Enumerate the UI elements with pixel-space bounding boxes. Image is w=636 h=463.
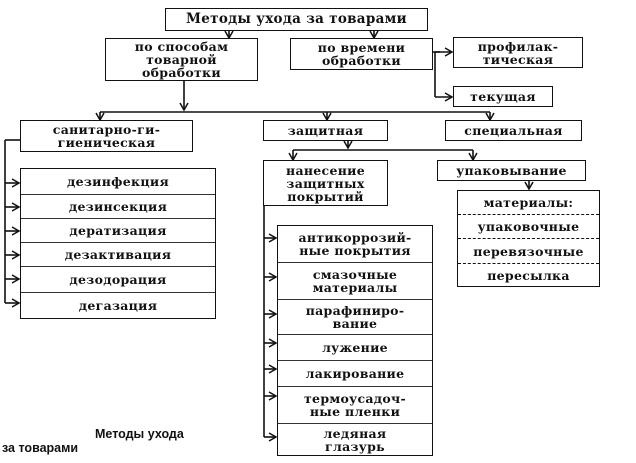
- list-item: дегазация: [78, 297, 158, 313]
- list-item: дезинсекция: [21, 195, 215, 219]
- list-item: дератизация: [21, 219, 215, 243]
- list-item: лакирование: [278, 361, 432, 387]
- node-by-time: по времени обработки: [290, 38, 433, 70]
- list-item: дезодорация: [21, 267, 215, 293]
- root-node-title: Методы ухода за товарами: [165, 8, 428, 31]
- list-item: дезинфекция: [21, 169, 215, 195]
- list-item: парафиниро- вание: [278, 300, 432, 335]
- node-protective-coatings: нанесение защитных покрытий: [263, 160, 388, 206]
- coating-methods-list: антикоррозий- ные покрытия смазочные мат…: [277, 225, 433, 456]
- list-item: дезактивация: [21, 243, 215, 267]
- list-item: термоусадоч- ные пленки: [278, 387, 432, 424]
- caption-line-2: за товарами: [2, 441, 79, 455]
- packing-materials-list: материалы: упаковочные перевязочные пере…: [457, 190, 600, 287]
- node-current: текущая: [453, 86, 553, 107]
- node-preventive: профилак- тическая: [453, 37, 583, 68]
- node-protective: защитная: [263, 120, 388, 141]
- list-item: материалы:: [458, 191, 599, 215]
- node-packing: упаковывание: [437, 160, 586, 181]
- list-item: лужение: [278, 335, 432, 361]
- node-by-processing: по способам товарной обработки: [105, 38, 258, 81]
- list-item: смазочные материалы: [278, 263, 432, 300]
- node-special: специальная: [445, 120, 582, 141]
- sanitary-methods-list: дезинфекция дезинсекция дератизация деза…: [20, 168, 216, 319]
- caption-line-1: Методы ухода: [95, 427, 184, 441]
- node-sanitary: санитарно-ги- гиеническая: [20, 120, 193, 152]
- list-item: упаковочные: [458, 215, 599, 239]
- list-item: перевязочные: [458, 239, 599, 264]
- list-item: антикоррозий- ные покрытия: [278, 226, 432, 263]
- list-item: ледяная глазурь: [323, 425, 387, 454]
- list-item: пересылка: [487, 267, 570, 283]
